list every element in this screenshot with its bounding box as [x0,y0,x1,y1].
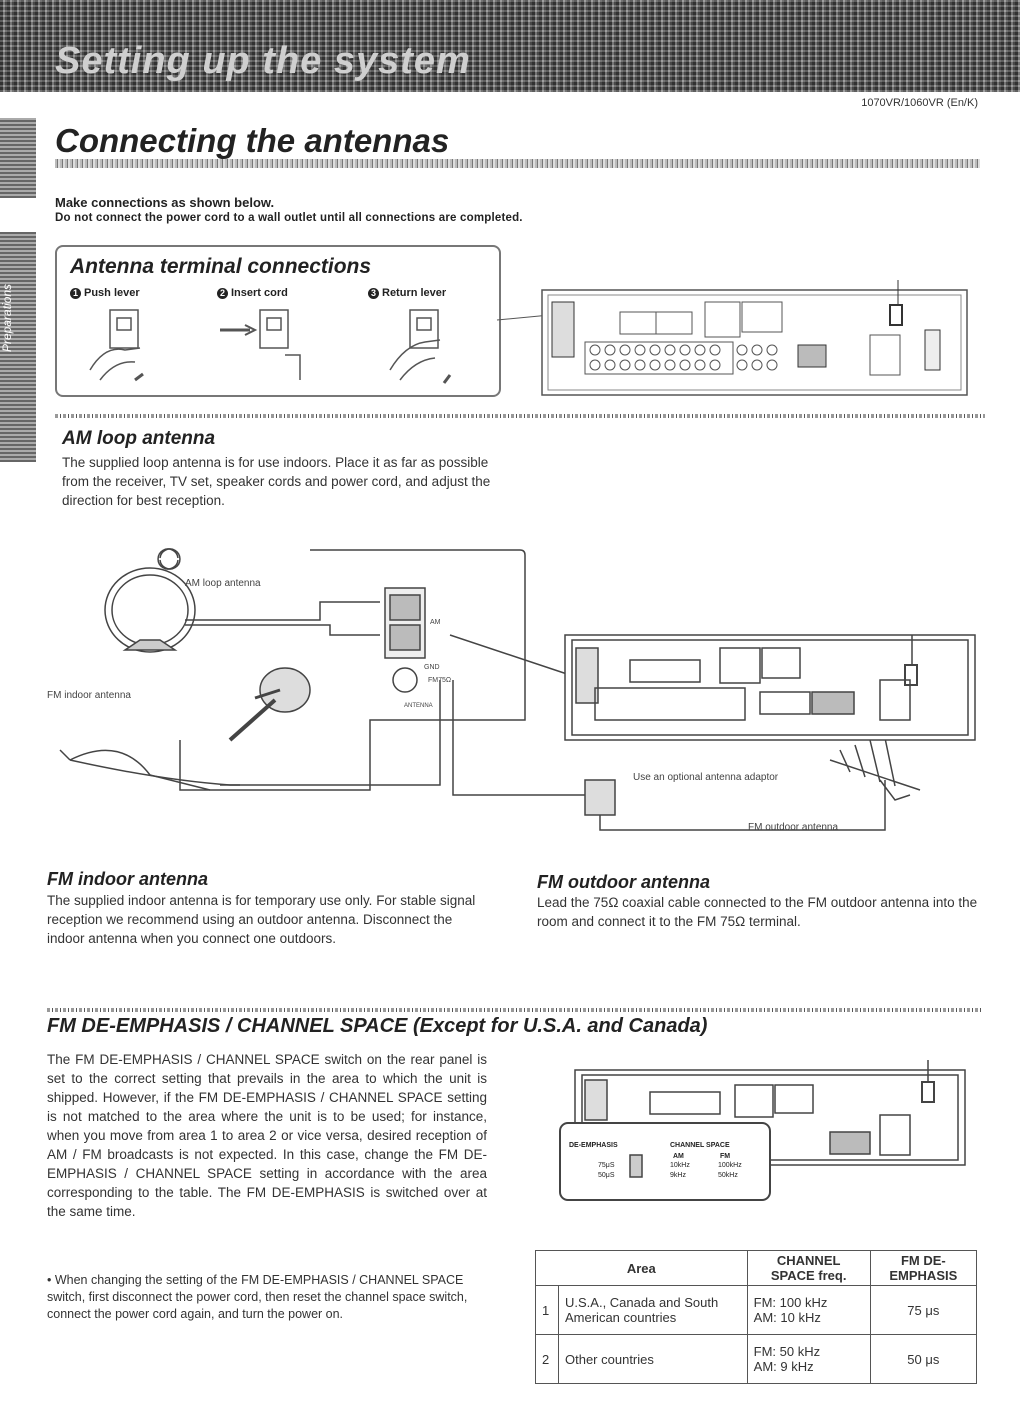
switch-100khz: 100kHz [718,1162,742,1169]
switch-cs-label: CHANNEL SPACE [670,1142,730,1149]
header-fm-deemphasis: FM DE-EMPHASIS [869,1250,978,1286]
deemphasis-text: The FM DE-EMPHASIS / CHANNEL SPACE switc… [47,1052,487,1219]
antenna-adaptor-label: Use an optional antenna adaptor [633,772,779,783]
row-deemphasis: 50 μs [869,1334,978,1384]
am-loop-label: AM loop antenna [185,578,261,589]
fm-indoor-label: FM indoor antenna [47,690,131,701]
title-rule [55,159,980,168]
row-area: U.S.A., Canada and South American countr… [558,1285,748,1335]
gnd-terminal-label: GND [424,664,440,671]
switch-10khz: 10kHz [670,1162,690,1169]
row-number: 1 [535,1285,559,1335]
fm-outdoor-label: FM outdoor antenna [748,822,839,833]
table-header-row: Area CHANNEL SPACE freq. FM DE-EMPHASIS [535,1250,978,1286]
am-terminal-label: AM [430,619,441,626]
switch-fm-label: FM [720,1153,731,1160]
deemphasis-title: FM DE-EMPHASIS / CHANNEL SPACE (Except f… [47,1015,708,1037]
switch-de-label: DE-EMPHASIS [569,1142,618,1149]
header-channel-space: CHANNEL SPACE freq. [746,1250,871,1286]
fm-outdoor-text: Lead the 75Ω coaxial cable connected to … [537,895,978,929]
terminal-title: Antenna terminal connections [70,255,372,278]
antenna-connection-diagram [59,548,976,831]
am-loop-title: AM loop antenna [62,428,216,449]
intro-line-1: Make connections as shown below. [55,195,275,210]
fm-indoor-text: The supplied indoor antenna is for tempo… [47,893,476,946]
fm-indoor-title: FM indoor antenna [47,869,208,889]
section-divider-2 [47,1008,982,1012]
deemphasis-switch-illustration [559,1060,966,1201]
switch-9khz: 9kHz [670,1172,686,1179]
antenna-terminal-label: ANTENNA [404,703,433,709]
side-tab-top [0,118,36,198]
section-divider [55,414,985,418]
terminal-steps-illustration [89,309,452,384]
switch-50us: 50μS [598,1172,615,1179]
am-loop-text: The supplied loop antenna is for use ind… [62,455,491,508]
table-row: 1 U.S.A., Canada and South American coun… [535,1285,978,1335]
switch-50khz: 50kHz [718,1172,738,1179]
page-title: Connecting the antennas [55,122,450,159]
header-area: Area [535,1250,748,1286]
row-deemphasis: 75 μs [869,1285,978,1335]
fm-outdoor-title: FM outdoor antenna [537,872,710,892]
fm75-terminal-label: FM75Ω [428,677,452,684]
row-number: 2 [535,1334,559,1384]
section-banner [0,0,1020,92]
side-tab [0,232,36,462]
intro-warning: Do not connect the power cord to a wall … [55,212,523,224]
switch-75us: 75μS [598,1162,615,1169]
deemphasis-note: • When changing the setting of the FM DE… [47,1273,468,1321]
area-table: Area CHANNEL SPACE freq. FM DE-EMPHASIS … [535,1250,978,1384]
row-area: Other countries [558,1334,748,1384]
side-tab-label: Preparations [0,283,14,353]
switch-am-label: AM [673,1153,684,1160]
terminal-connections-box [55,245,501,397]
model-number: 1070VR/1060VR (En/K) [861,97,978,109]
banner-title: Setting up the system [55,40,471,82]
receiver-rear-panel-top [496,280,968,396]
